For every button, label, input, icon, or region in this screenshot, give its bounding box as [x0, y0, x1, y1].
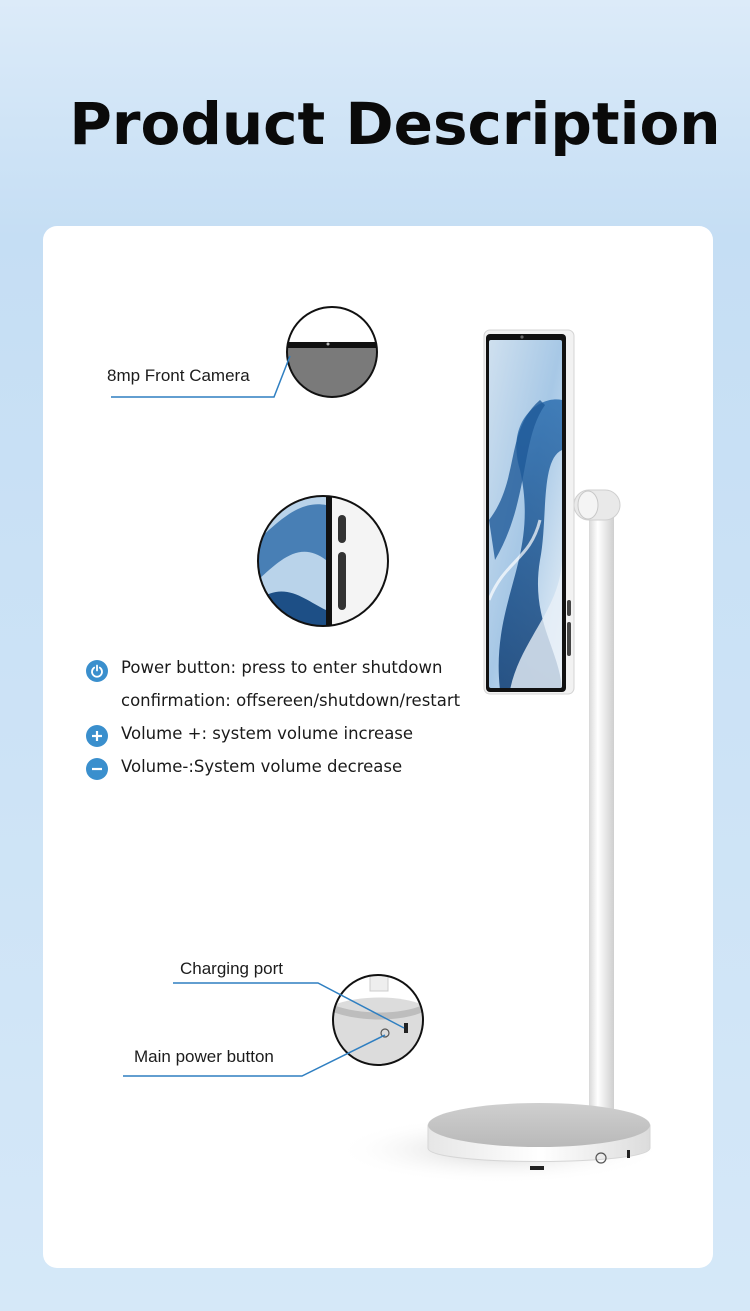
power-feature-line1: Power button: press to enter shutdown — [121, 658, 443, 677]
minus-icon — [86, 758, 108, 780]
power-icon — [86, 660, 108, 682]
volume-down-feature: Volume-:System volume decrease — [121, 757, 403, 776]
page-title: Product Description — [69, 90, 721, 158]
power-feature-line2: confirmation: offsereen/shutdown/restart — [121, 691, 461, 710]
plus-icon — [86, 725, 108, 747]
camera-label: 8mp Front Camera — [107, 366, 250, 385]
main-power-button-label: Main power button — [134, 1047, 274, 1066]
volume-up-feature: Volume +: system volume increase — [121, 724, 414, 743]
charging-port-label: Charging port — [180, 959, 284, 978]
